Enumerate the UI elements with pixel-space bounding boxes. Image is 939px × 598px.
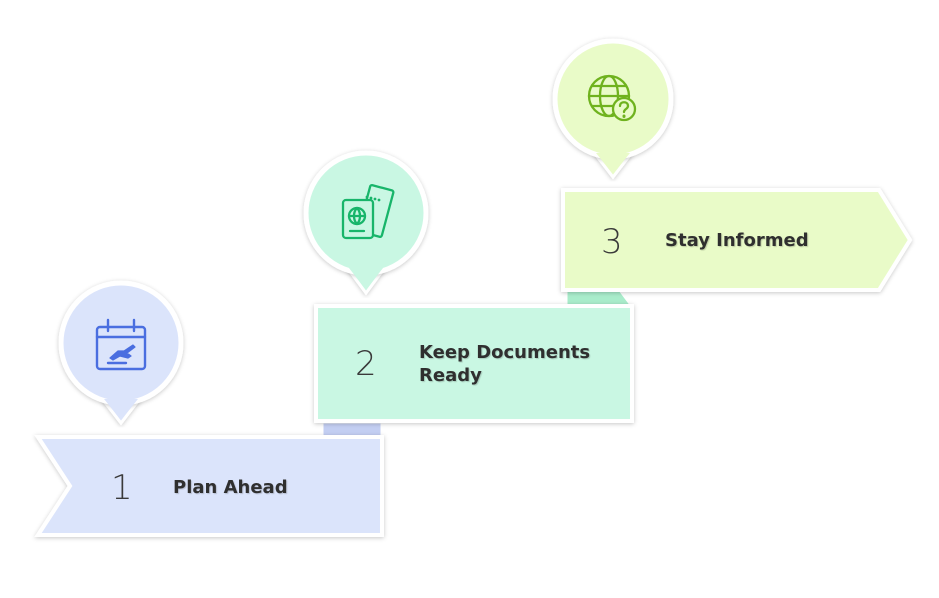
passport-ticket-icon <box>341 184 395 240</box>
step-1-pin <box>58 280 184 426</box>
step-1-number: 1 <box>111 468 133 508</box>
globe-question-icon <box>587 74 637 122</box>
step-3-pin <box>552 38 674 180</box>
calendar-flight-icon <box>95 318 147 371</box>
step-1-label: Plan Ahead <box>173 477 288 498</box>
step-3-label: Stay Informed <box>665 230 809 251</box>
step-1-ribbon <box>34 420 384 537</box>
step-2-label: Keep Documents Ready <box>419 342 591 387</box>
step-2-ribbon <box>314 288 635 423</box>
step-3-number: 3 <box>601 222 623 262</box>
step-2-number: 2 <box>355 344 377 384</box>
step-3-ribbon <box>561 188 913 292</box>
